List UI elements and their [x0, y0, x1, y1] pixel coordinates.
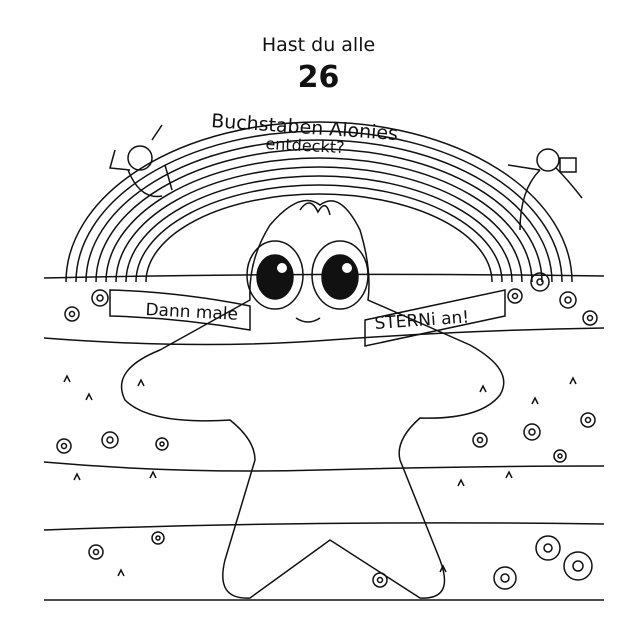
rainbow — [65, 121, 573, 283]
heading-number: 26 — [297, 60, 340, 95]
star-creature — [120, 199, 505, 599]
character-right — [507, 148, 583, 231]
heading-line-1: Hast du alle — [261, 34, 376, 56]
grass-tufts — [63, 374, 577, 577]
heading-line-4: entdeckt? — [265, 134, 345, 158]
meadow-lines — [43, 273, 605, 601]
banner-ribbon — [109, 289, 506, 347]
character-left — [109, 124, 173, 198]
flowers — [56, 272, 598, 590]
